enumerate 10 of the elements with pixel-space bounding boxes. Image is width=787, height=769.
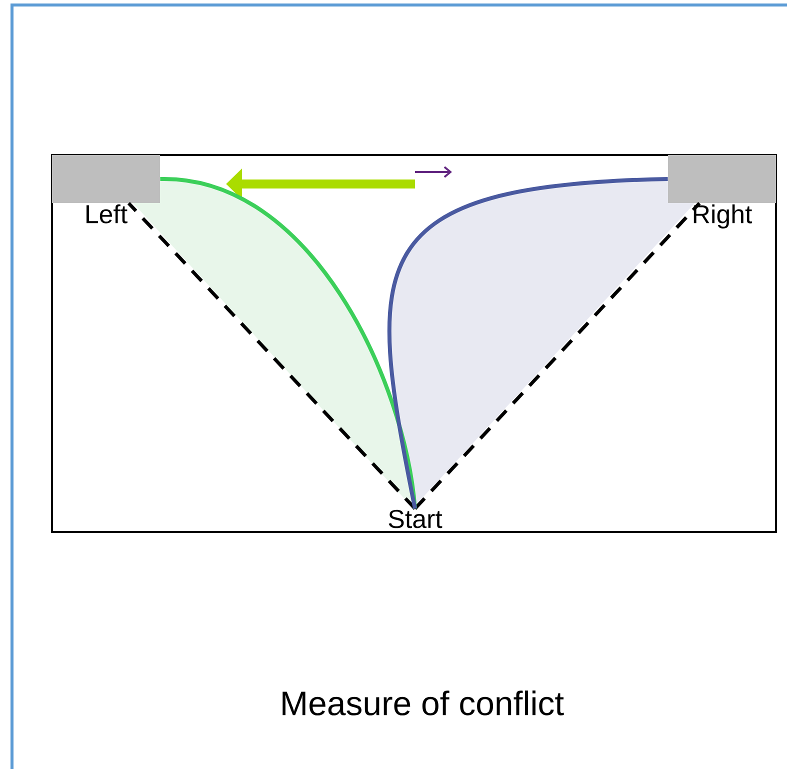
corner-label: Right [694, 204, 752, 229]
dashed-line [414, 202, 701, 510]
curve [160, 177, 417, 509]
dashed-line [127, 202, 416, 510]
target-box [52, 155, 160, 224]
curve [388, 177, 668, 509]
start-label: Start [388, 510, 442, 528]
caption: Measure of conflict [282, 690, 564, 716]
target-box [668, 155, 776, 229]
corner-label: Left [86, 204, 128, 224]
